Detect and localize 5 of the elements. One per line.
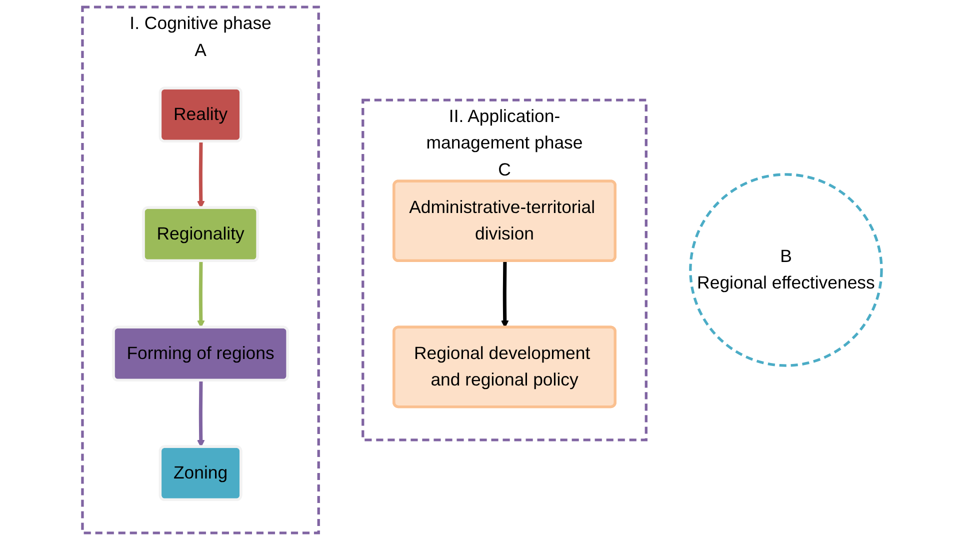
arrow [197,380,205,448]
node-circle: B Regional effectiveness [689,173,883,367]
arrow [197,261,205,328]
arrow [197,142,205,208]
arrow [500,261,509,328]
